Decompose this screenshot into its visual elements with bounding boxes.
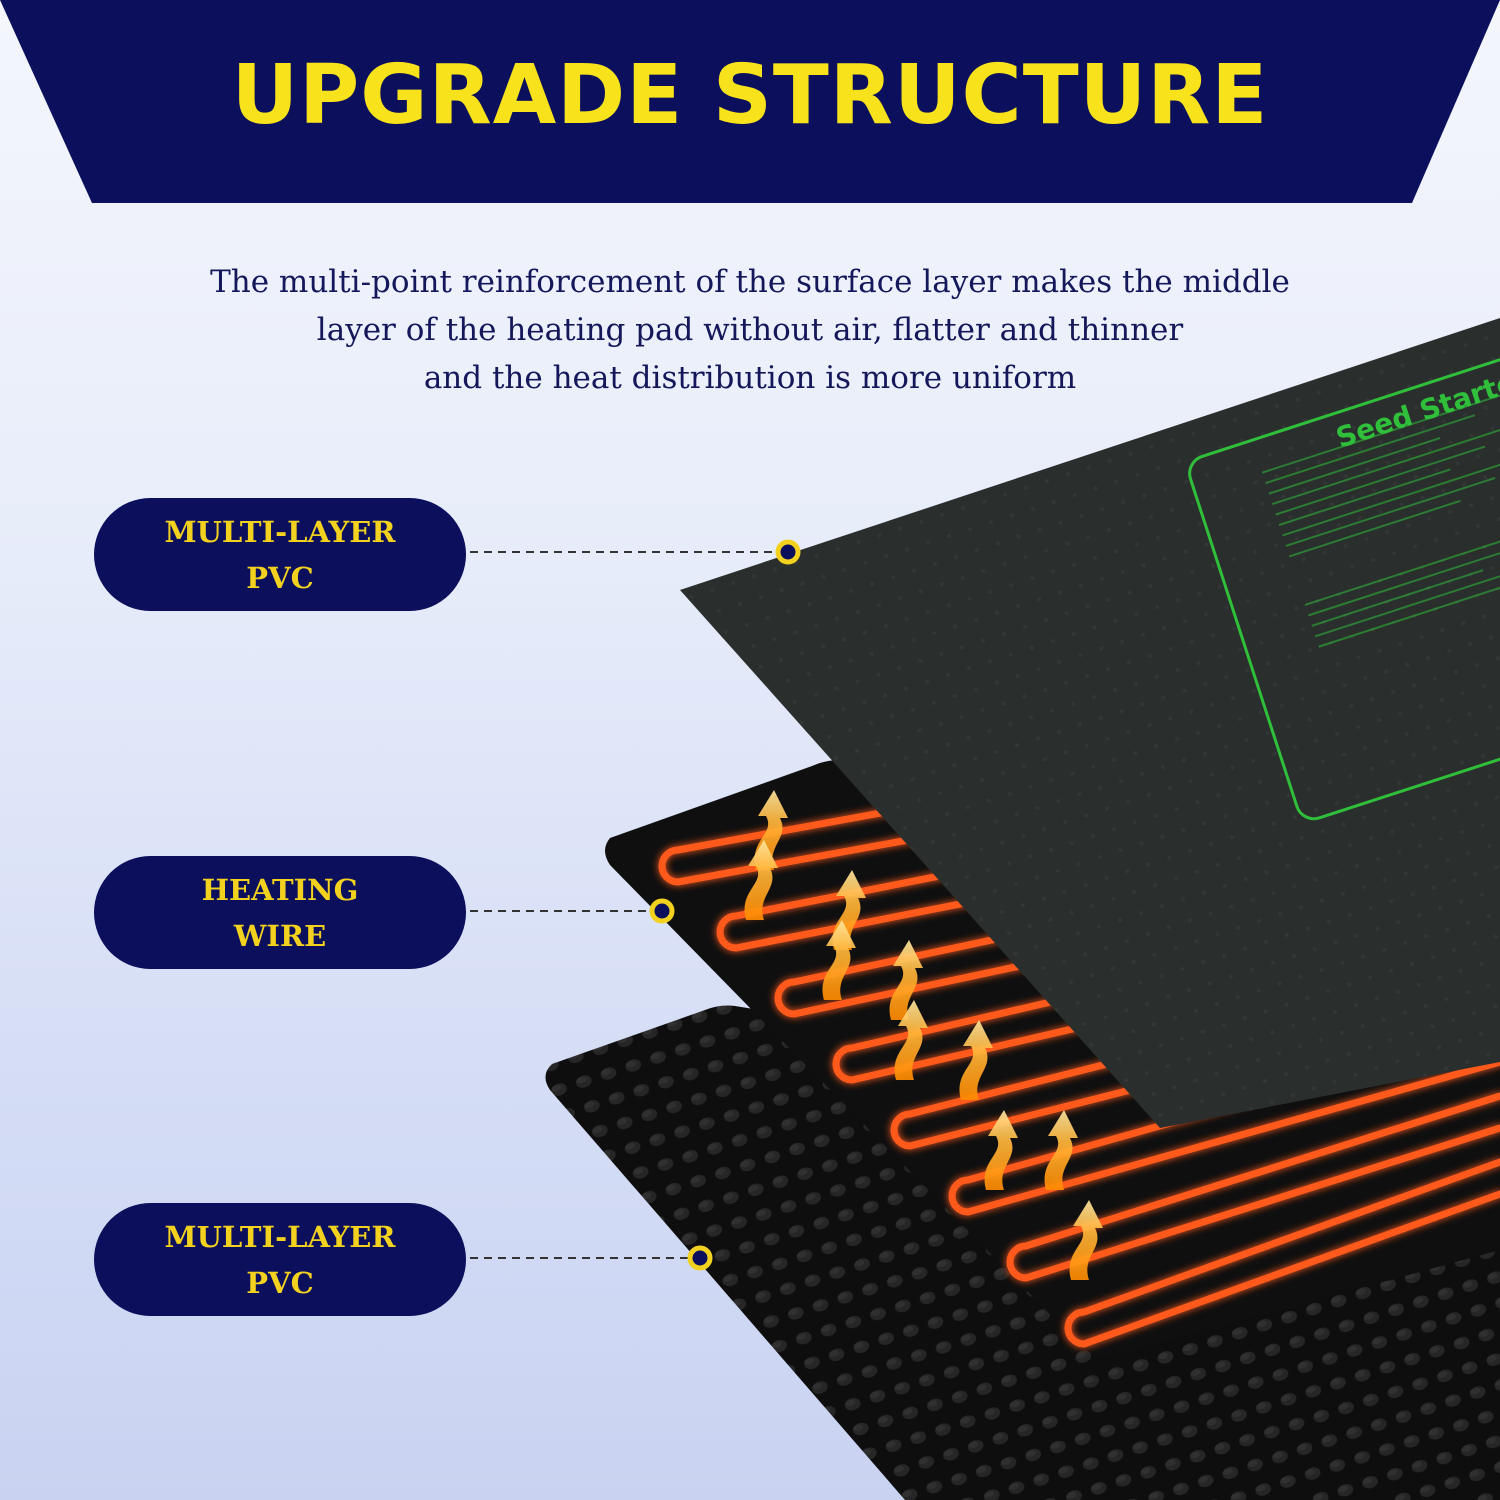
- marker-dot-top: [775, 539, 801, 565]
- label-bottom-line-1: MULTI-LAYER: [164, 1219, 396, 1254]
- mat-print-line: [1285, 477, 1496, 547]
- mat-print-line: [1288, 499, 1461, 558]
- mat-print-frame: [1188, 335, 1500, 821]
- label-middle-line-2: WIRE: [233, 918, 327, 953]
- page-title: UPGRADE STRUCTURE: [231, 48, 1269, 143]
- heating-wire-loop: [774, 828, 1500, 1018]
- label-multi-layer-pvc-bottom: MULTI-LAYER PVC: [94, 1203, 466, 1316]
- heating-wire-loop: [716, 762, 1500, 952]
- top-pvc-layer: Seed Starter M: [680, 318, 1500, 1128]
- label-multi-layer-pvc-top: MULTI-LAYER PVC: [94, 498, 466, 611]
- heat-arrow-icon: [889, 940, 923, 1020]
- label-top-line-1: MULTI-LAYER: [164, 514, 396, 549]
- mat-print-line: [1282, 454, 1500, 537]
- marker-dot-middle: [649, 898, 675, 924]
- mat-print-line: [1268, 437, 1441, 495]
- mat-print-line: [1275, 445, 1486, 516]
- description-line-1: The multi-point reinforcement of the sur…: [210, 264, 1290, 300]
- label-bottom-line-2: PVC: [246, 1265, 314, 1300]
- marker-dot-bottom: [687, 1245, 713, 1271]
- mat-print-line: [1271, 422, 1500, 506]
- label-heating-wire: HEATING WIRE: [94, 856, 466, 969]
- heat-flow-arrows: [744, 790, 1103, 1280]
- mat-print-line: [1278, 468, 1451, 526]
- heating-wire-loop: [948, 1026, 1500, 1216]
- heating-wire-loop: [1006, 1092, 1500, 1282]
- heating-wire-loop: [658, 696, 1500, 886]
- heat-arrow-icon: [959, 1020, 993, 1100]
- title-banner: [0, 0, 1500, 203]
- heating-wire-loop: [1064, 1158, 1500, 1348]
- heat-arrow-icon: [822, 920, 856, 1000]
- description-line-2: layer of the heating pad without air, fl…: [316, 312, 1184, 348]
- heat-arrow-icon: [744, 840, 778, 920]
- description-text: The multi-point reinforcement of the sur…: [150, 258, 1350, 402]
- mat-print-line: [1308, 546, 1500, 617]
- heating-wire-loop: [832, 894, 1500, 1084]
- mat-print-line: [1311, 569, 1484, 627]
- description-line-3: and the heat distribution is more unifor…: [423, 360, 1077, 396]
- mat-print-line: [1265, 414, 1476, 485]
- heat-arrow-icon: [984, 1110, 1018, 1190]
- label-top-line-2: PVC: [246, 560, 314, 595]
- mat-print-line: [1314, 554, 1500, 638]
- heat-arrow-icon: [1069, 1200, 1103, 1280]
- heat-arrow-icon: [1044, 1110, 1078, 1190]
- mat-print-line: [1261, 391, 1500, 474]
- label-middle-line-1: HEATING: [201, 872, 359, 907]
- heating-wire-loop: [890, 960, 1500, 1150]
- heat-arrow-icon: [894, 1000, 928, 1080]
- mat-print-line: [1318, 577, 1500, 648]
- mat-print-line: [1304, 523, 1500, 606]
